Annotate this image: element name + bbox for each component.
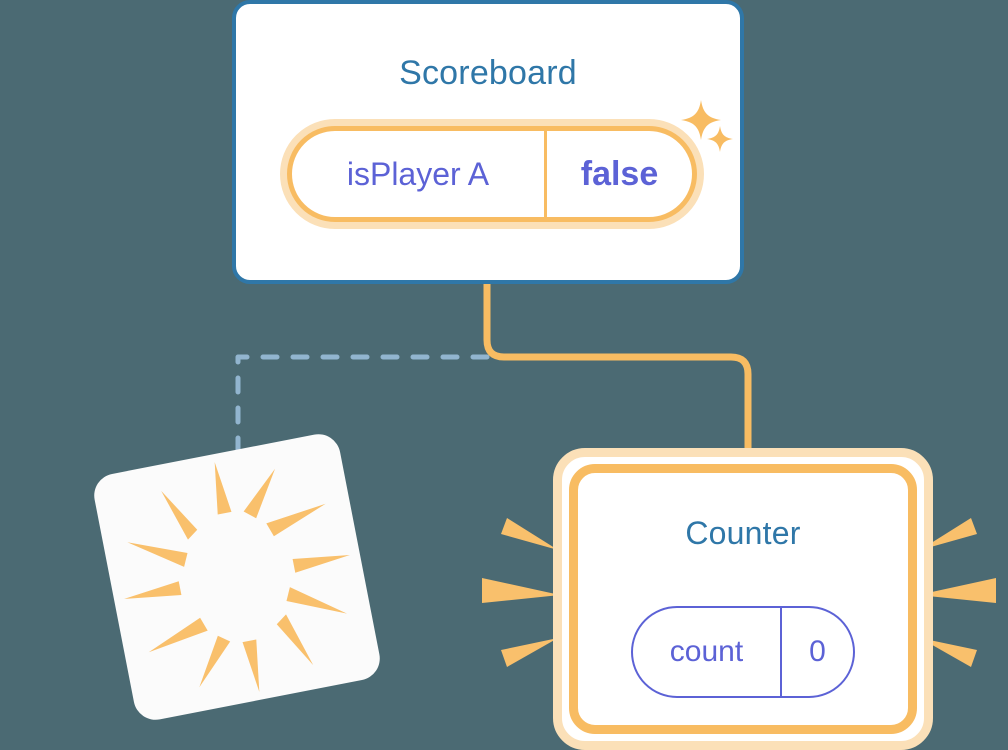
scoreboard-pill-divider <box>544 131 547 217</box>
burst-rays-icon <box>124 462 350 692</box>
sparkle-small-icon <box>707 126 733 152</box>
sparkle-large-icon <box>681 100 721 140</box>
scoreboard-state-value: false <box>580 154 659 193</box>
counter-card-highlight-ring: Counter count 0 <box>553 448 933 750</box>
burst-rays-left-icon <box>482 518 560 667</box>
counter-pill-divider <box>780 608 782 696</box>
connector-scoreboard-to-counter <box>483 282 752 462</box>
scoreboard-title: Scoreboard <box>399 54 577 92</box>
counter-state-value: 0 <box>809 635 826 668</box>
scoreboard-state-key: isPlayer A <box>346 155 490 192</box>
counter-title: Counter <box>685 515 801 551</box>
scoreboard-card[interactable]: Scoreboard isPlayer A false <box>232 0 744 284</box>
burst-rays-right-icon <box>918 518 996 667</box>
blank-card[interactable] <box>90 430 384 724</box>
scoreboard-state-pill[interactable]: isPlayer A false <box>280 119 704 229</box>
scoreboard-pill-body[interactable]: isPlayer A false <box>287 126 697 222</box>
counter-card[interactable]: Counter count 0 <box>569 464 917 734</box>
counter-state-key: count <box>669 635 744 668</box>
counter-state-pill[interactable]: count 0 <box>631 606 855 698</box>
